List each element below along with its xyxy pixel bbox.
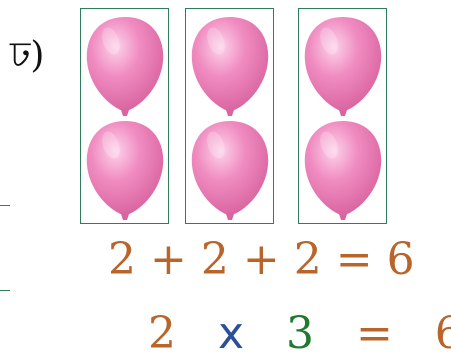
balloon-icon (188, 117, 272, 221)
multiplicand: 2 (148, 308, 176, 359)
balloon-icon (301, 13, 385, 117)
problem-label: ঢ) (10, 38, 44, 74)
balloon-group-2 (185, 8, 274, 224)
addition-equation: 2 + 2 + 2 = 6 (108, 238, 415, 282)
margin-dash (0, 290, 10, 291)
balloon-icon (83, 117, 167, 221)
equals-sign: = (336, 234, 373, 285)
balloon-icon (83, 13, 167, 117)
sum-result: 6 (387, 234, 415, 285)
plus-sign: + (150, 234, 187, 285)
addend-3: 2 (294, 234, 322, 285)
addend-1: 2 (108, 234, 136, 285)
balloon-group-3 (298, 8, 387, 224)
multiplication-equation: 2 x 3 = 6 (148, 312, 451, 356)
times-sign: x (218, 308, 244, 359)
balloon-group-1 (80, 8, 169, 224)
equals-sign: = (356, 308, 393, 359)
addend-2: 2 (201, 234, 229, 285)
balloon-icon (301, 117, 385, 221)
margin-dash (0, 205, 10, 206)
product-result: 6 (435, 308, 451, 359)
balloon-icon (188, 13, 272, 117)
multiplier: 3 (286, 308, 314, 359)
plus-sign: + (243, 234, 280, 285)
